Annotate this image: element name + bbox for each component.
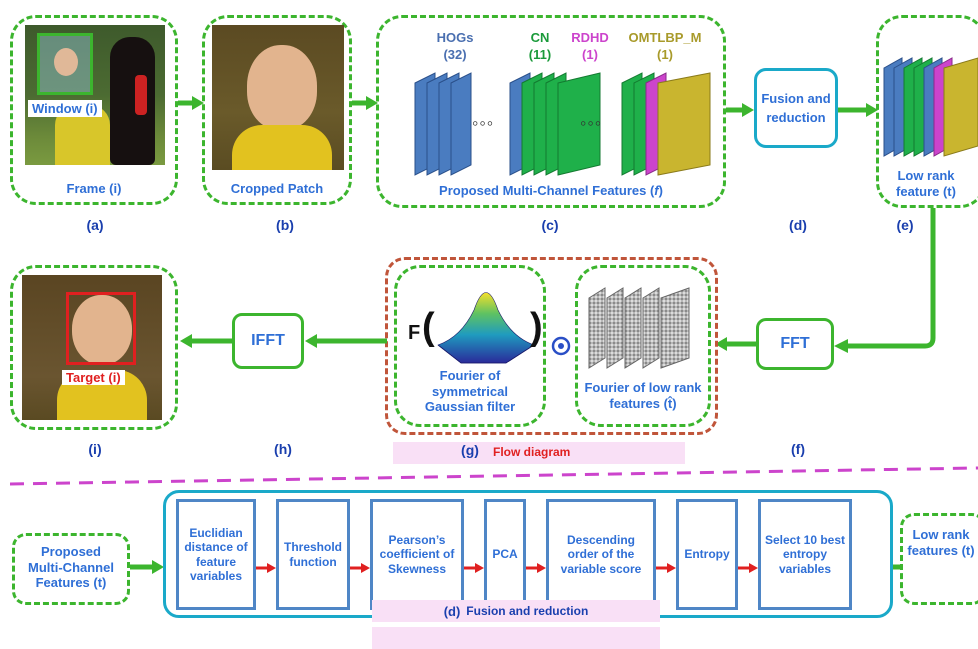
gaussian-surface	[437, 292, 535, 364]
toy-red-detail	[135, 75, 147, 115]
arrow-h-i	[180, 334, 232, 348]
child-shirt	[232, 125, 332, 170]
flow-diagram-banner	[393, 442, 685, 464]
features-caption: Proposed Multi-Channel Features (f)	[439, 183, 663, 198]
arrow-c-d	[726, 103, 754, 117]
target-box	[66, 292, 136, 365]
sub-g: (g)	[461, 442, 479, 458]
fusion-banner	[372, 627, 660, 649]
arrow-b-c	[352, 96, 378, 110]
features-panel	[376, 15, 726, 208]
arrow-d-e	[838, 103, 878, 117]
rdhd-label: RDHD(1)	[571, 30, 609, 62]
bottom-input-label: Proposed Multi-Channel Features (t)	[28, 544, 114, 591]
paren-open: (	[422, 306, 435, 348]
bottom-input-box	[12, 533, 130, 605]
fourier-stack	[588, 287, 690, 369]
step-euclidian: Euclidian distance of feature variables	[176, 499, 256, 610]
sub-i: (i)	[88, 441, 102, 457]
frame-image	[25, 25, 165, 165]
arrow-step-2	[350, 563, 370, 573]
arrow-a-b	[178, 96, 204, 110]
hogs-stack	[414, 72, 472, 176]
cropped-panel	[202, 15, 352, 205]
step-skewness: Pearson’s coefficient of Skewness	[370, 499, 464, 610]
fusion-title-row: (d) Fusion and reduction	[372, 600, 660, 622]
hogs-label: HOGs(32)	[436, 30, 474, 62]
low-rank-caption: Low rank feature (t)	[896, 168, 956, 199]
low-rank-fourier-panel	[575, 265, 711, 427]
sub-f: (f)	[791, 441, 805, 457]
omtlbp-label: OMTLBP_M(1)	[628, 30, 702, 62]
bottom-output-label: Low rank features (t)	[907, 527, 975, 558]
fusion-title: Fusion and reduction	[466, 604, 589, 618]
cn-stack	[509, 72, 601, 176]
flow-diagram-frame	[385, 257, 718, 435]
sub-h: (h)	[274, 441, 292, 457]
arrow-step-3	[464, 563, 484, 573]
step-select-best: Select 10 best entropy variables	[758, 499, 852, 610]
arrow-step-5	[656, 563, 676, 573]
target-panel	[10, 265, 178, 430]
step-threshold: Threshold function	[276, 499, 350, 610]
sub-b: (b)	[276, 217, 294, 233]
target-image	[22, 275, 162, 420]
dots-2: ◦◦◦	[580, 113, 603, 133]
f-letter: F	[408, 322, 421, 344]
bottom-output-box	[900, 513, 978, 605]
dots-1: ◦◦◦	[472, 113, 495, 133]
target-label: Target (i)	[62, 370, 125, 385]
sub-c: (c)	[541, 217, 559, 233]
sub-d-bottom: (d)	[443, 603, 461, 619]
window-box	[37, 33, 93, 95]
arrow-step-4	[526, 563, 546, 573]
section-divider	[10, 466, 978, 486]
arrow-g-h	[305, 334, 387, 348]
arrow-e-f	[834, 208, 936, 353]
fusion-box: Fusion and reduction	[754, 68, 838, 148]
cropped-image	[212, 25, 344, 170]
feature-stacks	[414, 72, 711, 176]
flow-diagram-title: Flow diagram	[493, 445, 571, 459]
arrow-step-6	[738, 563, 758, 573]
frame-panel	[10, 15, 178, 205]
arrow-input-steps	[130, 560, 164, 574]
hadamard-icon	[551, 336, 571, 356]
step-pca: PCA	[484, 499, 526, 610]
low-rank-panel	[876, 15, 978, 208]
cn-label: CN(11)	[528, 30, 552, 62]
low-rank-stack	[883, 57, 978, 157]
low-rank-fourier-caption: Fourier of low rank features (t̂)	[584, 380, 702, 411]
child-head	[247, 45, 317, 130]
fft-box: FFT	[756, 318, 834, 370]
step-entropy: Entropy	[676, 499, 738, 610]
sub-e: (e)	[896, 217, 914, 233]
window-label: Window (i)	[28, 100, 102, 117]
rdhd-omtlbp-stack	[621, 72, 711, 176]
arrow-f-g	[715, 337, 757, 351]
paren-close: )	[530, 306, 543, 348]
arrow-step-1	[256, 563, 276, 573]
sub-a: (a)	[86, 217, 104, 233]
frame-caption: Frame (i)	[66, 181, 122, 196]
gaussian-caption: Fourier of symmetrical Gaussian filter	[424, 368, 516, 415]
gaussian-panel	[394, 265, 546, 427]
step-descending-order: Descending order of the variable score	[546, 499, 656, 610]
ifft-box: IFFT	[232, 313, 304, 369]
target-head	[72, 295, 132, 365]
cropped-caption: Cropped Patch	[230, 181, 324, 196]
sub-d: (d)	[789, 217, 807, 233]
toy-figure	[110, 37, 155, 165]
